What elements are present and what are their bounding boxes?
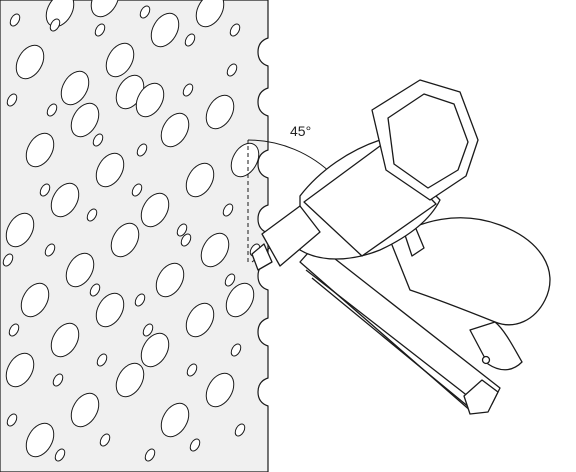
board-hole-small	[222, 203, 234, 217]
board-hole-small	[54, 448, 66, 462]
board-hole-small	[99, 433, 111, 447]
nose-piece	[261, 205, 321, 267]
board-hole-small	[134, 293, 146, 307]
board-hole-small	[96, 353, 108, 367]
board-hole-large	[200, 232, 230, 268]
board-holes	[2, 0, 261, 462]
board-hole-large	[95, 152, 125, 188]
handle-end	[469, 321, 523, 371]
board-hole-large	[185, 162, 215, 198]
board-hole-large	[135, 82, 165, 118]
grip-handle	[389, 217, 551, 326]
board-hole-large	[50, 182, 80, 218]
board-hole-large	[65, 252, 95, 288]
board-hole-small	[9, 13, 21, 27]
board-hole-large	[5, 352, 35, 388]
board-hole-small	[8, 323, 20, 337]
nail-gun	[251, 79, 551, 415]
board-hole-small	[176, 223, 188, 237]
board-hole-small	[139, 5, 151, 19]
board-hole-small	[184, 33, 196, 47]
board-hole-small	[92, 133, 104, 147]
board-hole-large	[230, 142, 260, 178]
board-hole-large	[95, 292, 125, 328]
board-hole-large	[140, 192, 170, 228]
nose-tip	[251, 243, 273, 271]
board-hole-large	[205, 372, 235, 408]
board-hole-large	[115, 362, 145, 398]
board-hole-large	[25, 422, 55, 458]
board-hole-small	[182, 83, 194, 97]
magazine-end-cap	[463, 379, 499, 415]
board-hole-large	[15, 44, 45, 80]
board-hole-small	[180, 233, 192, 247]
board-hole-large	[140, 332, 170, 368]
board-hole-small	[86, 208, 98, 222]
board-hole-small	[224, 273, 236, 287]
board-hole-large	[160, 402, 190, 438]
perforated-board	[0, 0, 269, 472]
board-hole-large	[205, 94, 235, 130]
board-hole-small	[6, 413, 18, 427]
board-hole-small	[39, 183, 51, 197]
board-hole-large	[25, 132, 55, 168]
board-hole-small	[234, 423, 246, 437]
board-hole-large	[70, 102, 100, 138]
board-hole-large	[60, 70, 90, 106]
board-hole-small	[229, 23, 241, 37]
board-hole-large	[110, 222, 140, 258]
body-panel	[303, 145, 437, 257]
board-hole-small	[230, 343, 242, 357]
board-hole-large	[90, 0, 120, 18]
board-hole-small	[131, 183, 143, 197]
board-hole-large	[50, 322, 80, 358]
board-hole-large	[70, 392, 100, 428]
board-hole-small	[226, 63, 238, 77]
board-hole-small	[46, 103, 58, 117]
board-hole-small	[2, 253, 14, 267]
handle-bolt	[481, 355, 491, 365]
board-hole-large	[150, 12, 180, 48]
board-hole-small	[142, 323, 154, 337]
board-hole-large	[160, 112, 190, 148]
motor-cap	[371, 79, 479, 201]
board-hole-small	[186, 363, 198, 377]
board-hole-small	[144, 448, 156, 462]
board-hole-large	[5, 212, 35, 248]
board-hole-small	[189, 438, 201, 452]
magazine-rail	[305, 269, 479, 409]
board-hole-large	[105, 42, 135, 78]
board-hole-large	[20, 282, 50, 318]
board-hole-small	[94, 23, 106, 37]
board-hole-large	[155, 262, 185, 298]
angle-label: 45°	[290, 123, 311, 139]
board-hole-small	[136, 143, 148, 157]
board-hole-large	[185, 302, 215, 338]
board-hole-small	[49, 18, 61, 32]
board-hole-small	[6, 93, 18, 107]
board-hole-small	[44, 243, 56, 257]
board-hole-large	[225, 282, 255, 318]
board-hole-small	[89, 283, 101, 297]
motor-cap-face	[387, 93, 469, 189]
board-hole-small	[52, 373, 64, 387]
board-hole-large	[195, 0, 225, 28]
